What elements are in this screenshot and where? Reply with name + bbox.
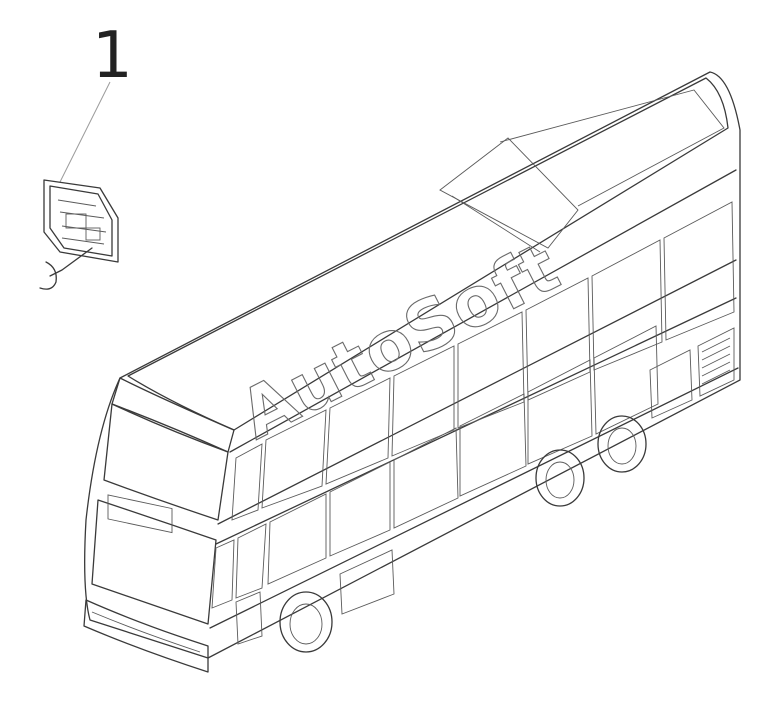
callout-leader-line bbox=[59, 81, 111, 183]
callout-number: 1 bbox=[92, 19, 133, 93]
double-decker-bus bbox=[83, 71, 741, 673]
wheels bbox=[279, 415, 647, 653]
watermark-text: AutoSoft bbox=[228, 228, 572, 455]
lower-deck-windows bbox=[211, 325, 659, 609]
mirror-part bbox=[39, 179, 119, 290]
